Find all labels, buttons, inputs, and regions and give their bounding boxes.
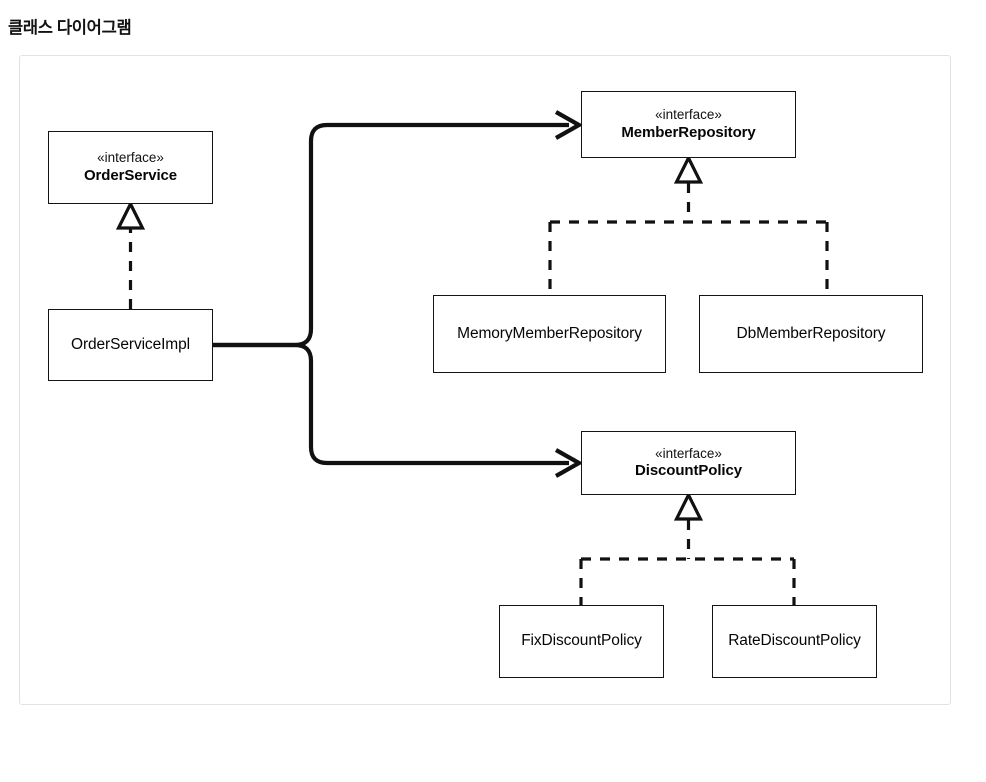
class-name-label: MemberRepository (621, 123, 756, 141)
uml-node-member-repository[interactable]: «interface» MemberRepository (581, 91, 796, 158)
class-name-label: RateDiscountPolicy (728, 632, 861, 650)
realization-branch-lines (548, 183, 829, 295)
stereotype-label: «interface» (97, 150, 164, 166)
hollow-triangle-icon (673, 154, 704, 184)
stereotype-label: «interface» (655, 445, 722, 461)
class-name-label: DiscountPolicy (635, 462, 742, 480)
class-name-label: OrderServiceImpl (71, 335, 190, 353)
class-name-label: FixDiscountPolicy (521, 632, 642, 650)
open-arrow-icon (554, 448, 584, 478)
stereotype-label: «interface» (655, 107, 722, 123)
page-title: 클래스 다이어그램 (8, 19, 132, 37)
uml-node-memory-member-repository[interactable]: MemoryMemberRepository (433, 295, 666, 373)
class-name-label: MemoryMemberRepository (457, 324, 642, 342)
uml-node-rate-discount-policy[interactable]: RateDiscountPolicy (712, 605, 877, 678)
diagram-panel: MemberRepository (solid, rounded elbow u… (19, 55, 951, 705)
uml-node-order-service[interactable]: «interface» OrderService (48, 131, 213, 204)
open-arrow-icon (554, 110, 584, 140)
diagram-canvas: MemberRepository (solid, rounded elbow u… (20, 56, 952, 706)
edge-discount-policy-realizations (579, 491, 796, 605)
hollow-triangle-icon (673, 491, 704, 521)
uml-node-discount-policy[interactable]: «interface» DiscountPolicy (581, 431, 796, 495)
class-name-label: OrderService (83, 166, 178, 184)
uml-node-db-member-repository[interactable]: DbMemberRepository (699, 295, 923, 373)
uml-node-order-service-impl[interactable]: OrderServiceImpl (48, 309, 213, 381)
uml-node-fix-discount-policy[interactable]: FixDiscountPolicy (499, 605, 664, 678)
edge-member-repo-realizations (548, 154, 829, 295)
class-name-label: DbMemberRepository (736, 324, 886, 342)
hollow-triangle-icon (115, 200, 146, 230)
edge-impl-realizes-order-service (115, 200, 146, 309)
realization-branch-lines (579, 520, 796, 605)
